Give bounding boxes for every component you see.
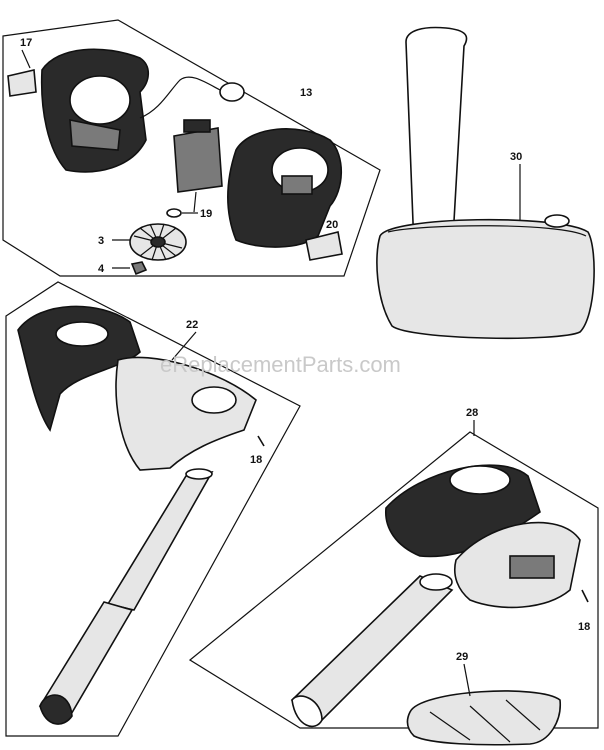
label-19: 19 [200,208,212,220]
motor-brush-holder [183,119,211,133]
motor-shaft [193,191,197,213]
part-20-pad [305,231,343,261]
tube-coupler-left [17,305,141,432]
label-17: 17 [20,37,32,49]
part-19-washer [166,208,182,218]
part-29-nozzle: 29 [406,651,561,746]
label-30: 30 [510,151,522,163]
watermark: eReplacementParts.com [160,352,401,377]
part-30-collection-bag: 30 [376,26,595,340]
tube-coupler-right [115,356,257,471]
cord-plug [219,82,245,102]
leader-29 [463,663,471,697]
blower-tube-tip [291,695,323,728]
part-3-fan [129,223,187,261]
vent-grille [281,175,313,195]
label-28: 28 [466,407,478,419]
group-28-outline [188,431,599,729]
tube-nozzle [39,694,73,725]
label-13: 13 [300,87,312,99]
part-18-screw-a [257,435,265,447]
group-22-vacuum-tube-assembly: 22 18 [5,281,301,737]
motor-body [173,127,223,193]
part-4-nut [130,261,148,276]
group-22-outline [5,281,301,737]
label-4: 4 [98,263,105,275]
upper-tube-end [185,468,213,480]
part-17-pad [7,69,37,97]
group-13-motor-assembly: 17 13 19 3 4 [2,19,381,277]
power-cord [139,76,221,119]
upper-tube [106,470,214,611]
label-18a: 18 [250,454,262,466]
leader-22 [171,331,197,361]
label-20: 20 [326,219,338,231]
part-18-screw-b [581,589,589,603]
coupler-right-opening [191,386,237,414]
label-22: 22 [186,319,198,331]
leader-17 [21,49,31,69]
group-28-blower-assembly: 28 18 [188,407,599,729]
coupler-left-opening [55,321,109,347]
blower-grille [509,555,555,579]
label-29: 29 [456,651,468,663]
blower-inlet [449,465,511,495]
bag-strap [405,26,468,257]
group-13-outline [2,19,381,277]
bag-body [376,218,595,340]
housing-rib [69,119,121,151]
blower-tube-end [419,573,453,591]
label-3: 3 [98,235,104,247]
bag-cap [544,214,570,228]
blower-tube [290,575,454,722]
bag-seam [387,225,587,237]
housing-opening [69,75,131,125]
nozzle-ribs [429,699,541,743]
label-18b: 18 [578,621,590,633]
